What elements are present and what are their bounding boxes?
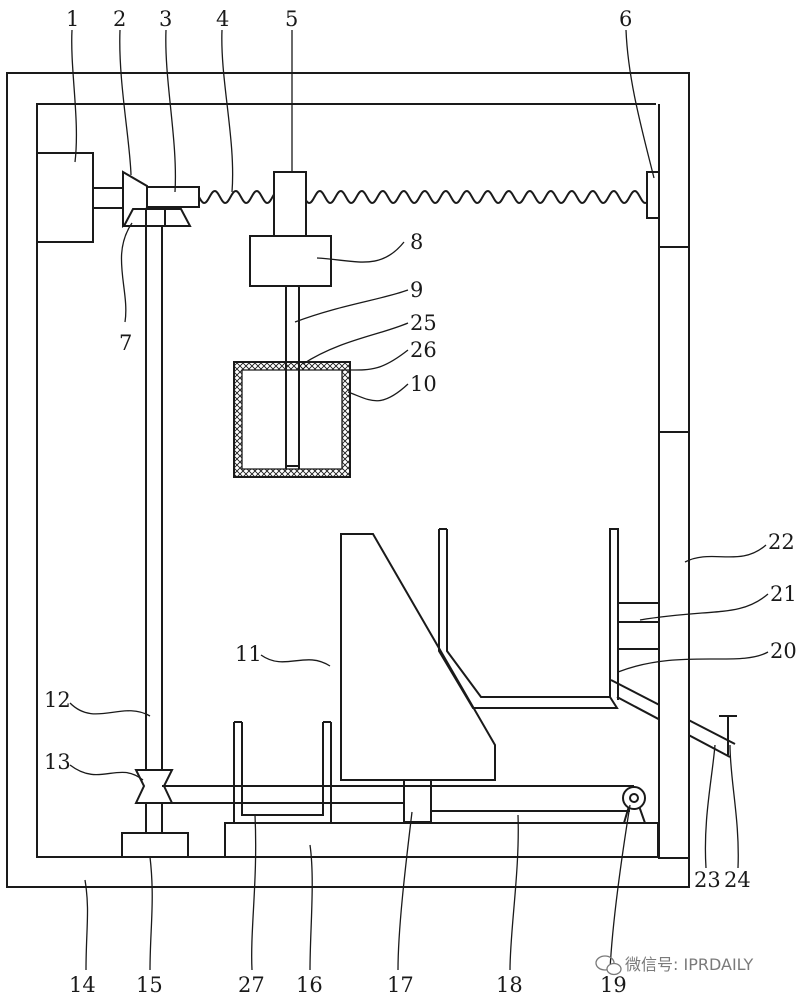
label-9: 9 bbox=[410, 278, 423, 302]
watermark: 微信号: IPRDAILY bbox=[595, 955, 753, 976]
label-26: 26 bbox=[410, 338, 437, 362]
pulley-19 bbox=[622, 786, 646, 824]
label-4: 4 bbox=[216, 7, 229, 31]
label-19: 19 bbox=[600, 973, 627, 997]
belt-18 bbox=[162, 785, 634, 812]
bearing-seat-15 bbox=[121, 832, 189, 858]
label-25: 25 bbox=[410, 311, 437, 335]
bearing-6 bbox=[646, 171, 660, 219]
wedge-11 bbox=[340, 533, 496, 781]
label-27: 27 bbox=[238, 973, 265, 997]
label-18: 18 bbox=[496, 973, 523, 997]
bevel-gear-7 bbox=[122, 208, 192, 227]
hopper-20 bbox=[438, 528, 619, 709]
plate-26 bbox=[299, 362, 307, 370]
leader-lines bbox=[69, 29, 769, 971]
rod-9 bbox=[285, 285, 300, 467]
block-8 bbox=[249, 235, 332, 287]
label-2: 2 bbox=[113, 7, 126, 31]
label-24: 24 bbox=[724, 868, 751, 892]
label-15: 15 bbox=[136, 973, 163, 997]
label-1: 1 bbox=[66, 7, 79, 31]
label-16: 16 bbox=[296, 973, 323, 997]
labels: 1 2 3 4 5 6 7 8 9 25 26 10 22 21 11 20 1… bbox=[44, 7, 797, 997]
label-3: 3 bbox=[159, 7, 172, 31]
label-13: 13 bbox=[44, 750, 71, 774]
wechat-icon bbox=[595, 955, 622, 976]
label-12: 12 bbox=[44, 688, 71, 712]
wall-22 bbox=[658, 431, 690, 859]
label-5: 5 bbox=[285, 7, 298, 31]
motor-block bbox=[36, 152, 94, 243]
motor-shaft bbox=[92, 187, 124, 209]
threaded-screw bbox=[198, 189, 648, 205]
label-8: 8 bbox=[410, 230, 423, 254]
label-17: 17 bbox=[387, 973, 414, 997]
label-7: 7 bbox=[119, 331, 132, 355]
label-14: 14 bbox=[69, 973, 96, 997]
label-11: 11 bbox=[235, 642, 262, 666]
label-21: 21 bbox=[770, 582, 797, 606]
vertical-shaft bbox=[145, 226, 163, 833]
label-10: 10 bbox=[410, 372, 437, 396]
nut-slider-5 bbox=[273, 171, 307, 237]
label-22: 22 bbox=[768, 530, 795, 554]
base-plate-16 bbox=[224, 822, 659, 858]
container-10 bbox=[233, 361, 351, 478]
label-20: 20 bbox=[770, 639, 797, 663]
label-6: 6 bbox=[619, 7, 632, 31]
coupling-3 bbox=[146, 186, 200, 208]
block-21 bbox=[617, 602, 660, 650]
watermark-text: 微信号: IPRDAILY bbox=[625, 955, 753, 974]
tray-27 bbox=[233, 721, 332, 823]
label-23: 23 bbox=[694, 868, 721, 892]
